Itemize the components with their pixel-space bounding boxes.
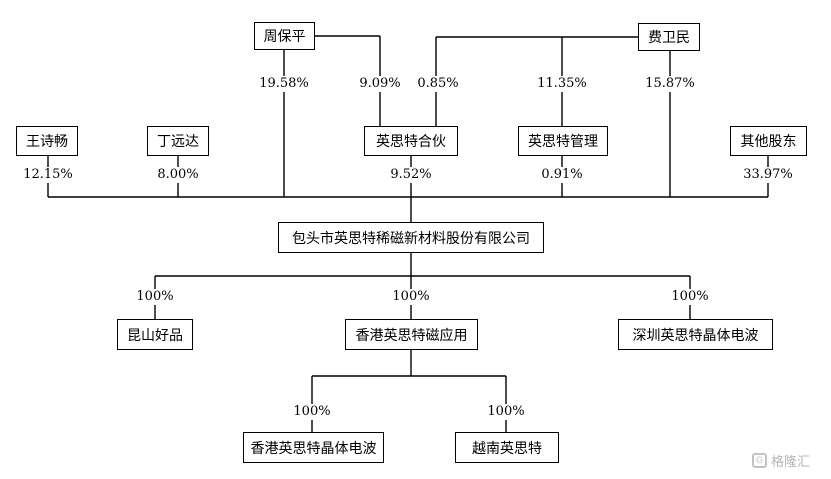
- watermark-text: 格隆汇: [771, 455, 811, 470]
- subsidiary-shenzhen: 深圳英思特晶体电波: [618, 319, 773, 350]
- shareholder-ding-yuanda: 丁远达: [147, 126, 209, 156]
- g-logo-icon: G: [752, 453, 767, 468]
- pct-fei-management: 11.35%: [535, 76, 589, 92]
- pct-others: 33.97%: [741, 167, 795, 183]
- pct-sub-hk-crystal: 100%: [291, 404, 333, 420]
- pct-sub-shenzhen: 100%: [669, 289, 711, 305]
- shareholder-ysst-partnership: 英思特合伙: [364, 126, 458, 156]
- shareholder-zhou-baoping: 周保平: [254, 22, 315, 50]
- shareholder-others: 其他股东: [730, 126, 807, 156]
- pct-fei-partnership: 0.85%: [415, 76, 461, 92]
- pct-management: 0.91%: [539, 167, 585, 183]
- subsidiary-vietnam: 越南英思特: [455, 432, 559, 463]
- subsidiary-hk-magnet: 香港英思特磁应用: [345, 319, 478, 350]
- shareholder-wang-shichang: 王诗畅: [16, 126, 78, 156]
- subsidiary-hk-crystal: 香港英思特晶体电波: [243, 432, 384, 463]
- subsidiary-kunshan: 昆山好品: [117, 319, 193, 350]
- pct-wang: 12.15%: [21, 167, 75, 183]
- pct-sub-vietnam: 100%: [485, 404, 527, 420]
- main-company: 包头市英思特稀磁新材料股份有限公司: [278, 222, 544, 253]
- pct-partnership: 9.52%: [388, 167, 434, 183]
- pct-zhou-partnership: 9.09%: [357, 76, 403, 92]
- pct-sub-kunshan: 100%: [134, 289, 176, 305]
- shareholder-ysst-management: 英思特管理: [518, 126, 608, 156]
- pct-sub-hk-magnet: 100%: [390, 289, 432, 305]
- shareholder-fei-weimin: 费卫民: [638, 23, 700, 51]
- pct-zhou-direct: 19.58%: [257, 76, 311, 92]
- watermark: G 格隆汇: [752, 451, 810, 470]
- pct-fei-direct: 15.87%: [643, 76, 697, 92]
- pct-ding: 8.00%: [155, 167, 201, 183]
